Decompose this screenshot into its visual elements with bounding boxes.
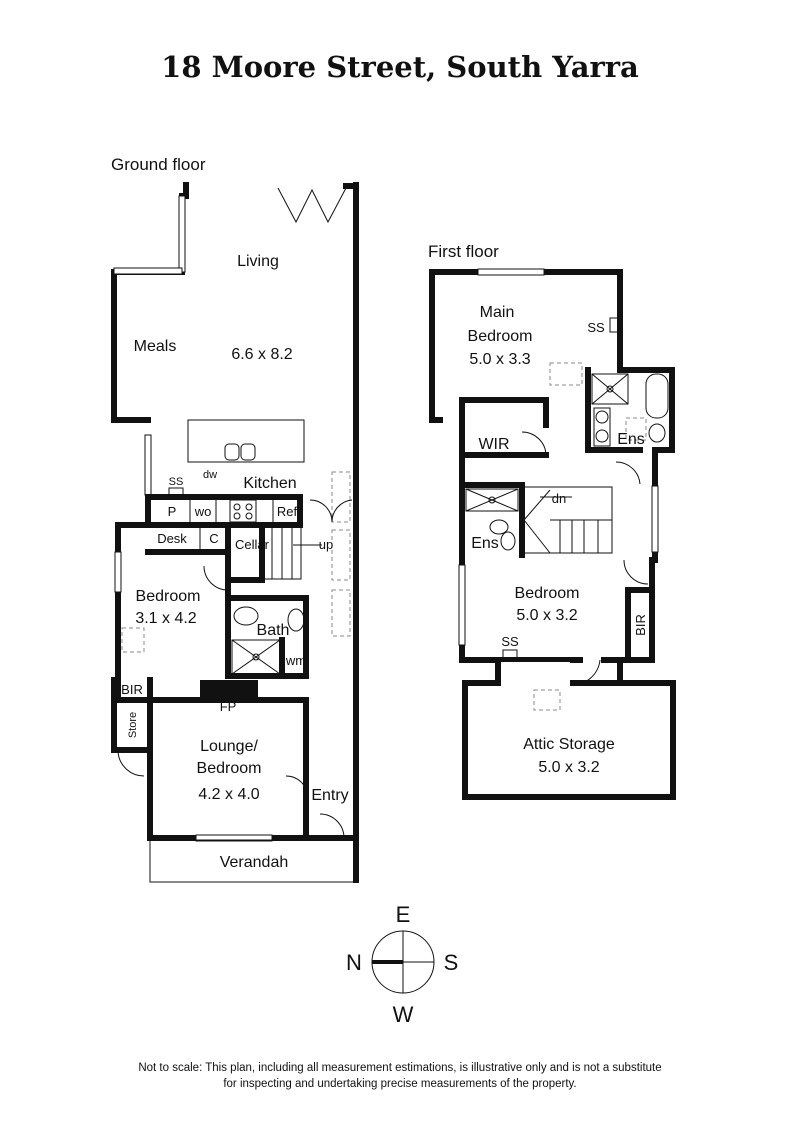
verandah-outline bbox=[149, 839, 357, 883]
attic-size: 5.0 x 3.2 bbox=[538, 759, 599, 776]
first-floor-label: First floor bbox=[428, 242, 499, 261]
shower-icon bbox=[591, 373, 629, 405]
main-bedroom-label-2: Bedroom bbox=[468, 328, 533, 345]
kitchen-island bbox=[187, 419, 305, 463]
vanity-icon bbox=[489, 519, 509, 535]
dn-label: dn bbox=[552, 491, 566, 506]
wm-label: wm bbox=[285, 653, 306, 668]
toilet-icon bbox=[648, 423, 666, 443]
living-size: 6.6 x 8.2 bbox=[231, 346, 292, 363]
sink-icon bbox=[224, 443, 240, 461]
ss-shelf bbox=[168, 487, 184, 497]
ground-floor-label: Ground floor bbox=[111, 155, 206, 174]
wo-label: wo bbox=[194, 504, 212, 519]
cellar-label: Cellar bbox=[235, 537, 270, 552]
fireplace bbox=[200, 680, 258, 700]
vanity-icon bbox=[233, 606, 259, 626]
compass-icon: E N S W bbox=[346, 902, 458, 1027]
main-bedroom-ss-label: SS bbox=[587, 320, 605, 335]
lounge-label-1: Lounge/ bbox=[200, 738, 258, 755]
verandah-label: Verandah bbox=[220, 854, 289, 871]
desk-label: Desk bbox=[157, 531, 187, 546]
first-floor-walls bbox=[429, 269, 675, 453]
bedroom-2-size: 5.0 x 3.2 bbox=[516, 607, 577, 624]
ensuite-2-label: Ens bbox=[471, 535, 499, 552]
main-bedroom-label-1: Main bbox=[480, 304, 515, 321]
living-label: Living bbox=[237, 253, 279, 270]
ground-floor: Ground floor bbox=[111, 155, 359, 883]
attic-label: Attic Storage bbox=[523, 736, 615, 753]
bedroom-2-label: Bedroom bbox=[515, 585, 580, 602]
toilet-icon bbox=[287, 608, 305, 632]
fp-label: FP bbox=[220, 699, 237, 714]
ss-label: SS bbox=[169, 476, 184, 488]
bifold-door-icon bbox=[277, 187, 347, 224]
page-title: 18 Moore Street, South Yarra bbox=[161, 50, 639, 84]
lounge-label-2: Bedroom bbox=[197, 760, 262, 777]
first-floor: First floor bbox=[428, 242, 676, 800]
main-bedroom-size: 5.0 x 3.3 bbox=[469, 351, 530, 368]
bath-icon bbox=[645, 373, 669, 419]
bath-label: Bath bbox=[257, 622, 290, 639]
wir-label: WIR bbox=[478, 436, 509, 453]
meals-label: Meals bbox=[134, 338, 177, 355]
bedroom-label: Bedroom bbox=[136, 588, 201, 605]
compass-w: W bbox=[393, 1002, 414, 1027]
window bbox=[113, 267, 183, 275]
compass-n: N bbox=[346, 950, 362, 975]
store-label: Store bbox=[127, 712, 139, 738]
up-label: up bbox=[319, 537, 333, 552]
entry-label: Entry bbox=[311, 787, 348, 804]
disclaimer-line-1: Not to scale: This plan, including all m… bbox=[138, 1062, 661, 1074]
ref-label: Ref bbox=[277, 504, 298, 519]
kitchen-label: Kitchen bbox=[243, 475, 296, 492]
ensuite-label: Ens bbox=[617, 431, 645, 448]
bedroom-size: 3.1 x 4.2 bbox=[135, 610, 196, 627]
compass-e: E bbox=[396, 902, 411, 927]
window bbox=[178, 195, 186, 273]
toilet-icon bbox=[500, 531, 516, 551]
lounge-size: 4.2 x 4.0 bbox=[198, 786, 259, 803]
bedroom-2-ss-label: SS bbox=[501, 634, 519, 649]
window bbox=[144, 434, 152, 496]
cooktop-icon bbox=[229, 499, 257, 523]
pantry-label: P bbox=[168, 504, 177, 519]
bir-label: BIR bbox=[121, 682, 143, 697]
compass-s: S bbox=[444, 950, 459, 975]
c-label: C bbox=[209, 531, 218, 546]
dw-label: dw bbox=[203, 469, 217, 481]
disclaimer-line-2: for inspecting and undertaking precise m… bbox=[223, 1078, 576, 1090]
vanity-icon bbox=[593, 407, 611, 447]
first-floor-bir-label: BIR bbox=[633, 614, 648, 636]
